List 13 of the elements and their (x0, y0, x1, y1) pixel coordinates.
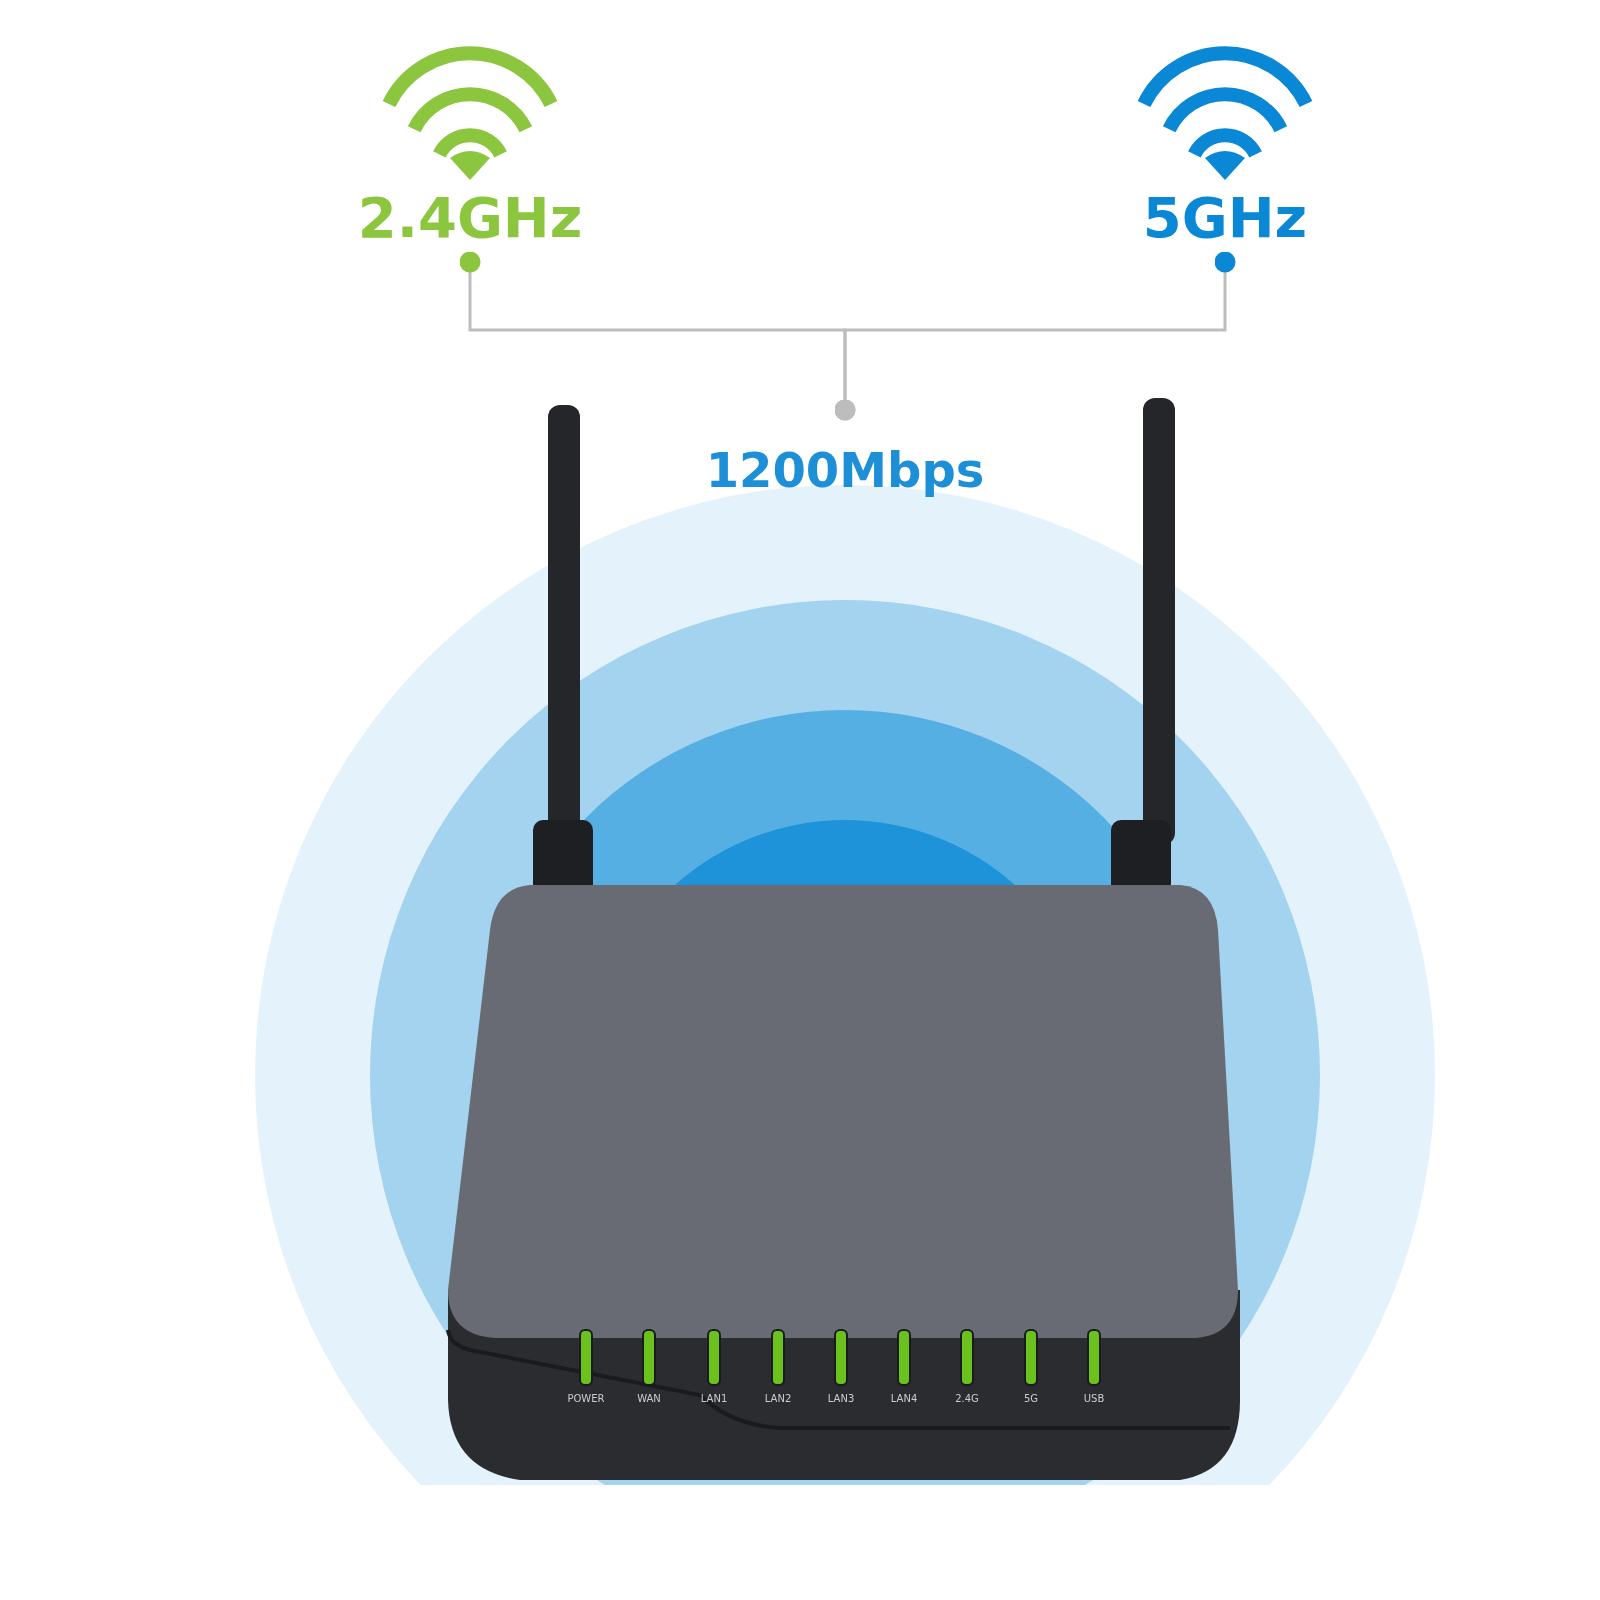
led-label: LAN1 (700, 1393, 728, 1404)
led-label: USB (1083, 1393, 1105, 1404)
led-label: POWER (567, 1393, 605, 1404)
connector-line (834, 251, 1236, 421)
led-label: 2.4G (955, 1393, 979, 1404)
led-label: WAN (637, 1393, 661, 1404)
led-label: LAN2 (764, 1393, 792, 1404)
led-label: LAN3 (827, 1393, 855, 1404)
node-label: 2.4GHz (357, 185, 583, 250)
node-label: 5GHz (1142, 185, 1308, 250)
led-label: 5G (1023, 1393, 1039, 1404)
led-label: LAN4 (890, 1393, 918, 1404)
node-label: 1200Mbps (705, 442, 985, 498)
